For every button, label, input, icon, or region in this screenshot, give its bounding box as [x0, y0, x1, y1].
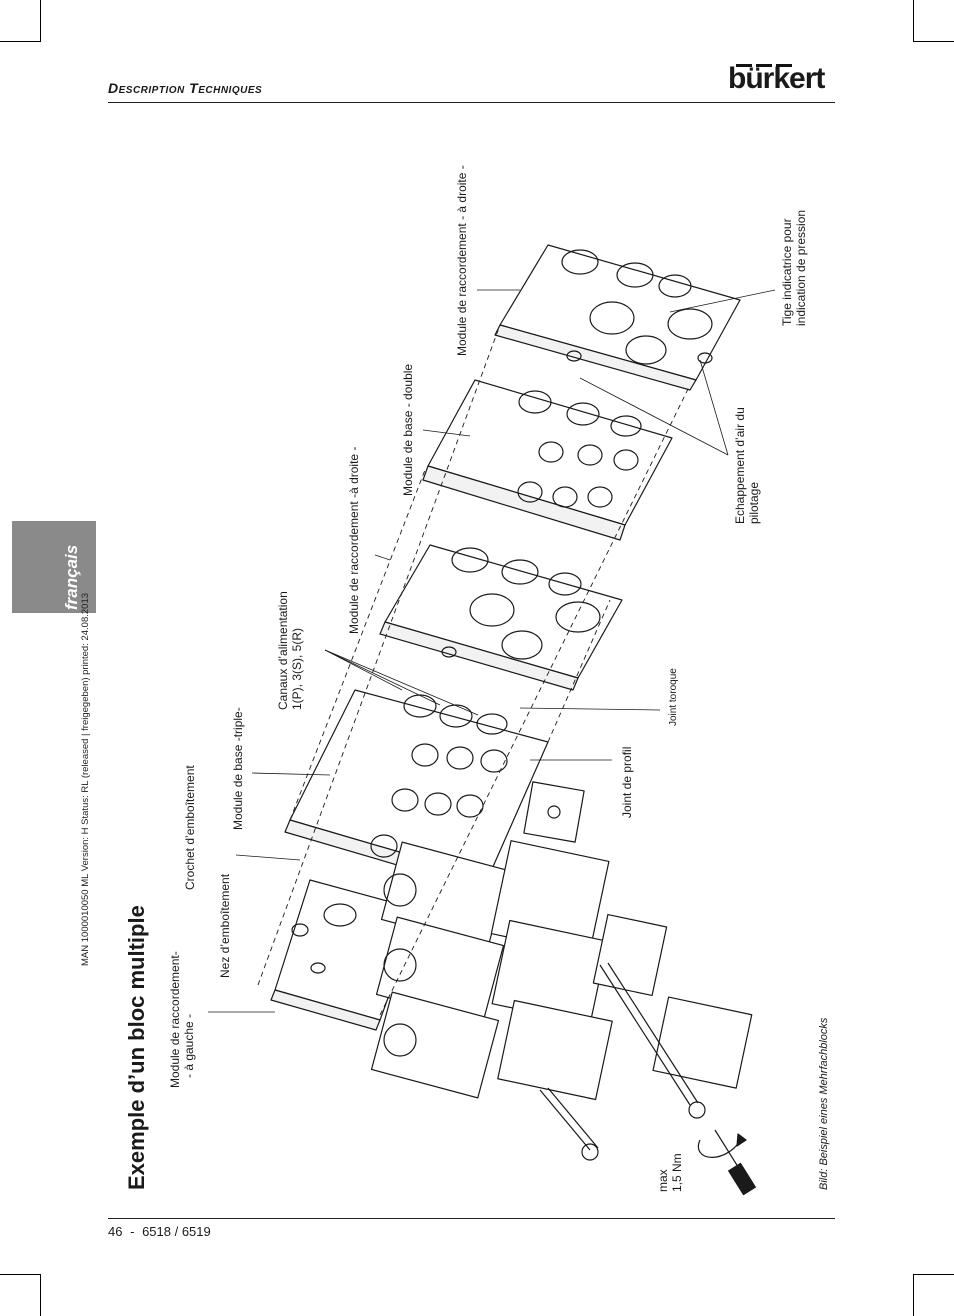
language-tab [12, 521, 96, 613]
label-profile-seal: Joint de profil [620, 746, 634, 818]
label-nose: Nez d’emboîtement [218, 873, 232, 978]
label-supply-channels: Canaux d’alimentation 1(P), 3(S), 5(R) [276, 591, 304, 710]
header-initial-1: D [108, 80, 119, 96]
crop-mark [913, 1274, 914, 1316]
crop-mark [913, 0, 914, 42]
header-word-2: echniques [198, 80, 263, 96]
screwdriver-icon [697, 1129, 756, 1196]
label-left-connection-module: Module de raccordement- - à gauche - [168, 951, 196, 1088]
label-pressure-indicator: Tige indicatrice pour indication de pres… [780, 209, 808, 326]
label-toric-seal: Joint toroque [668, 668, 679, 726]
right-connection-module-top [494, 244, 741, 391]
crop-mark [914, 1274, 954, 1275]
page-number: 46 [108, 1224, 123, 1239]
section-header: Description Techniques [108, 80, 262, 96]
logo-bars [736, 64, 796, 68]
figure-caption: Bild: Beispiel eines Mehrfachblocks [818, 1017, 830, 1190]
right-connection-module-mid [379, 544, 623, 691]
base-module-double [422, 379, 673, 541]
label-base-module-triple: Module de base -triple- [231, 707, 245, 830]
label-pilot-exhaust: Echappement d’air du pilotage [733, 407, 761, 524]
mounting-screws [539, 962, 706, 1161]
footer-separator: - [130, 1224, 135, 1239]
footer-rule [108, 1218, 835, 1219]
label-right-connection-module-top: Module de raccordement - à droite - [455, 165, 469, 356]
label-right-connection-module-mid: Module de raccordement -à droite - [347, 446, 361, 634]
header-word-1: escription [118, 80, 185, 96]
header-initial-2: T [189, 80, 199, 96]
label-hook: Crochet d’emboîtement [183, 765, 197, 890]
valve-stack [370, 781, 753, 1101]
header-rule [108, 102, 835, 103]
crop-mark [40, 0, 41, 42]
burkert-logo: bürkert [728, 62, 825, 95]
model-number: 6518 / 6519 [142, 1224, 211, 1239]
crop-mark [914, 41, 954, 42]
crop-mark [0, 1274, 40, 1275]
crop-mark [40, 1274, 41, 1316]
page-footer: 46 - 6518 / 6519 [108, 1224, 211, 1239]
label-torque: max 1,5 Nm [656, 1153, 684, 1192]
label-base-module-double: Module de base - double [401, 363, 415, 496]
crop-mark [0, 41, 40, 42]
